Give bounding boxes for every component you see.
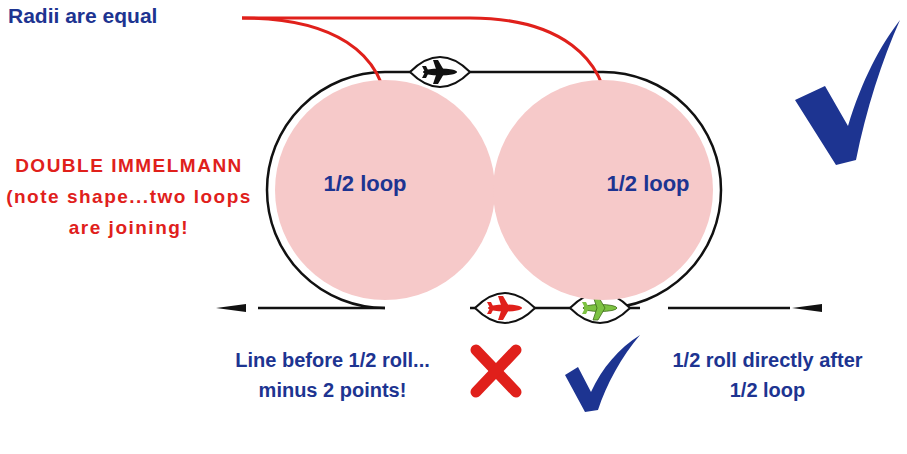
cross-mark bbox=[476, 350, 516, 392]
note-text: Radii are equal bbox=[8, 3, 238, 29]
correct-note: 1/2 roll directly after 1/2 loop bbox=[665, 345, 870, 405]
loop-circle: 1/2 loop bbox=[275, 80, 495, 300]
loop-label: 1/2 loop bbox=[323, 171, 406, 197]
entry-line bbox=[258, 307, 385, 310]
check-mark bbox=[565, 335, 640, 412]
penalty-note: Line before 1/2 roll... minus 2 points! bbox=[235, 345, 430, 405]
check-mark bbox=[795, 20, 900, 165]
loop-label: 1/2 loop bbox=[606, 171, 689, 197]
loop-circle-fill bbox=[275, 80, 495, 300]
loop-circle-fill bbox=[493, 80, 713, 300]
flight-path bbox=[258, 72, 790, 308]
plane-icon bbox=[216, 304, 246, 312]
plane-icon bbox=[792, 304, 822, 312]
roll-plane-icon bbox=[410, 57, 470, 87]
loop-circle: 1/2 loop bbox=[493, 80, 713, 300]
roll-plane-icon bbox=[475, 293, 535, 323]
title-note: DOUBLE IMMELMANN (note shape...two loops… bbox=[3, 150, 255, 243]
exit-line bbox=[668, 307, 790, 310]
